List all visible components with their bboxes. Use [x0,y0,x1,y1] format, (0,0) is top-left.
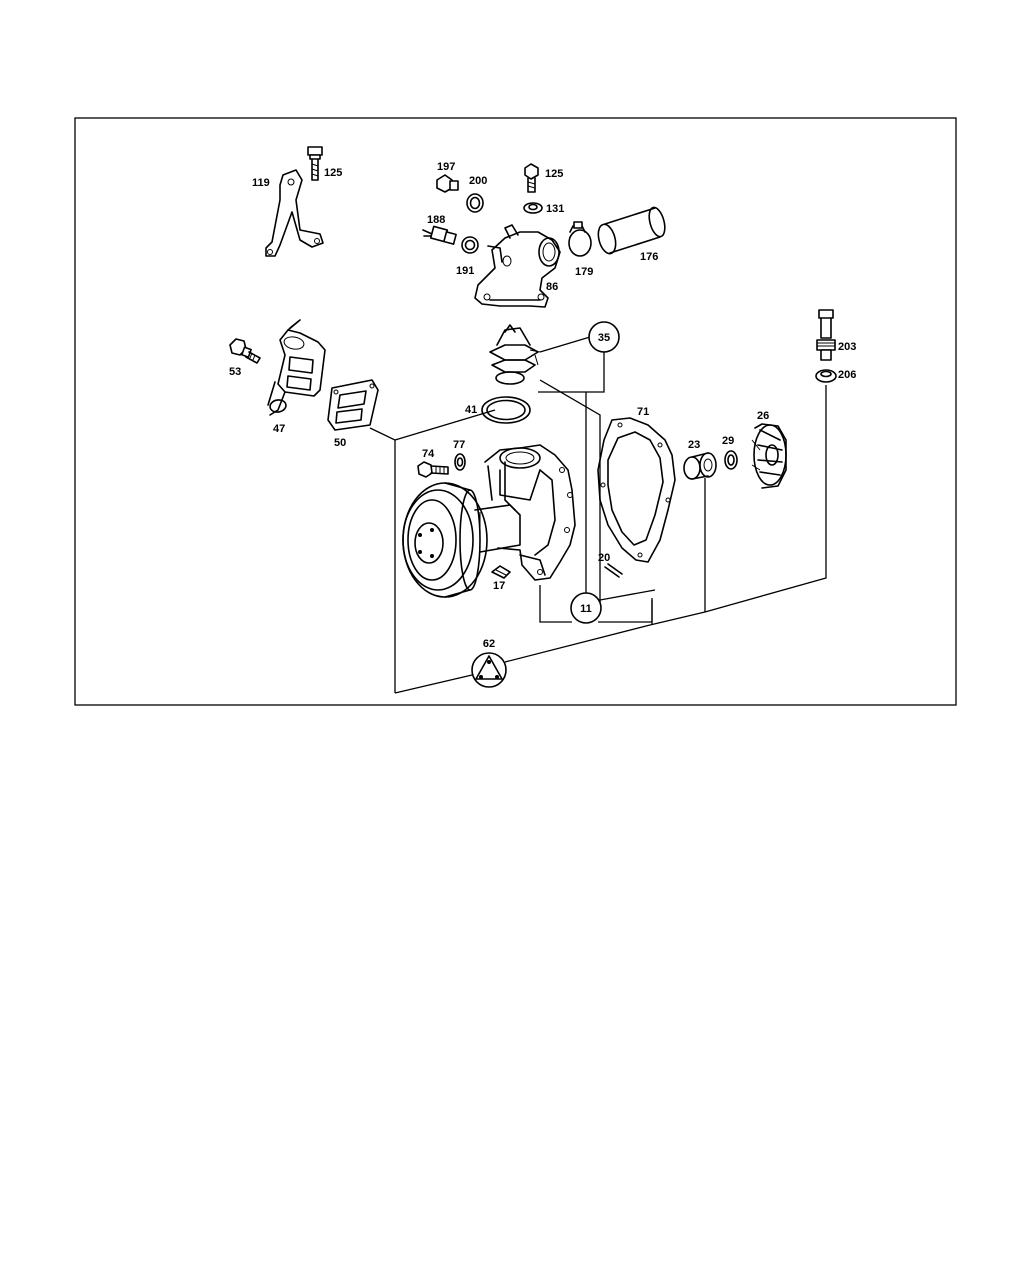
label-197: 197 [437,161,455,173]
callout-35[interactable]: 35 [588,321,620,353]
bolt-53-icon [229,338,261,364]
label-206: 206 [838,369,856,381]
pump-gasket-71-icon [597,417,676,563]
callout-62[interactable]: 62 [471,638,507,688]
label-125-right: 125 [545,168,563,180]
bracket-119-icon [265,169,324,257]
label-188: 188 [427,214,445,226]
svg-text:62: 62 [483,638,495,650]
label-29: 29 [722,435,734,447]
callout-11[interactable]: 11 [570,592,602,624]
gasket-50-icon [327,379,379,431]
label-74: 74 [422,448,435,460]
bolt-125-left-icon [307,146,323,181]
plate-62-circle [471,652,507,688]
label-77: 77 [453,439,465,451]
label-47: 47 [273,423,285,435]
diagram-frame [74,117,957,706]
pin-17-icon [491,565,511,579]
label-203: 203 [838,341,856,353]
washer-77-icon [454,453,466,471]
elbow-flange-47-icon [267,319,326,416]
sensor-188-icon [422,225,457,245]
washer-200-icon [466,193,484,213]
label-50: 50 [334,437,346,449]
label-200: 200 [469,175,487,187]
thermostat-housing-86-icon [474,224,561,308]
leader-lines [369,336,827,694]
water-pump-11-icon [402,444,576,598]
seal-29-icon [724,450,738,470]
hose-clamp-179-icon [568,221,592,257]
bushing-23-icon [683,452,717,480]
washer-131-icon [523,202,543,214]
label-17: 17 [493,580,505,592]
seal-ring-41-icon [481,396,531,424]
bolt-125-right-icon [524,163,539,193]
bolt-74-icon [417,461,449,478]
label-179: 179 [575,266,593,278]
label-53: 53 [229,366,241,378]
impeller-26-icon [751,423,787,489]
label-23: 23 [688,439,700,451]
label-20: 20 [598,552,610,564]
triangular-plate-icon [475,655,503,680]
plug-197-icon [436,174,459,193]
label-86: 86 [546,281,558,293]
label-191: 191 [456,265,474,277]
label-131: 131 [546,203,564,215]
washer-191-icon [461,236,479,254]
label-71: 71 [637,406,649,418]
svg-text:11: 11 [580,603,592,615]
part-labels: 119 125 197 200 125 131 188 191 179 176 … [229,161,856,592]
sensor-203-icon [816,309,836,361]
pin-20-icon [604,563,623,578]
label-125-left: 125 [324,167,342,179]
hose-176-icon [597,206,666,255]
thermostat-35-icon [489,324,541,385]
svg-text:35: 35 [598,332,610,344]
label-119: 119 [252,177,270,189]
washer-206-icon [815,369,837,383]
label-26: 26 [757,410,769,422]
label-176: 176 [640,251,658,263]
label-41: 41 [465,404,477,416]
